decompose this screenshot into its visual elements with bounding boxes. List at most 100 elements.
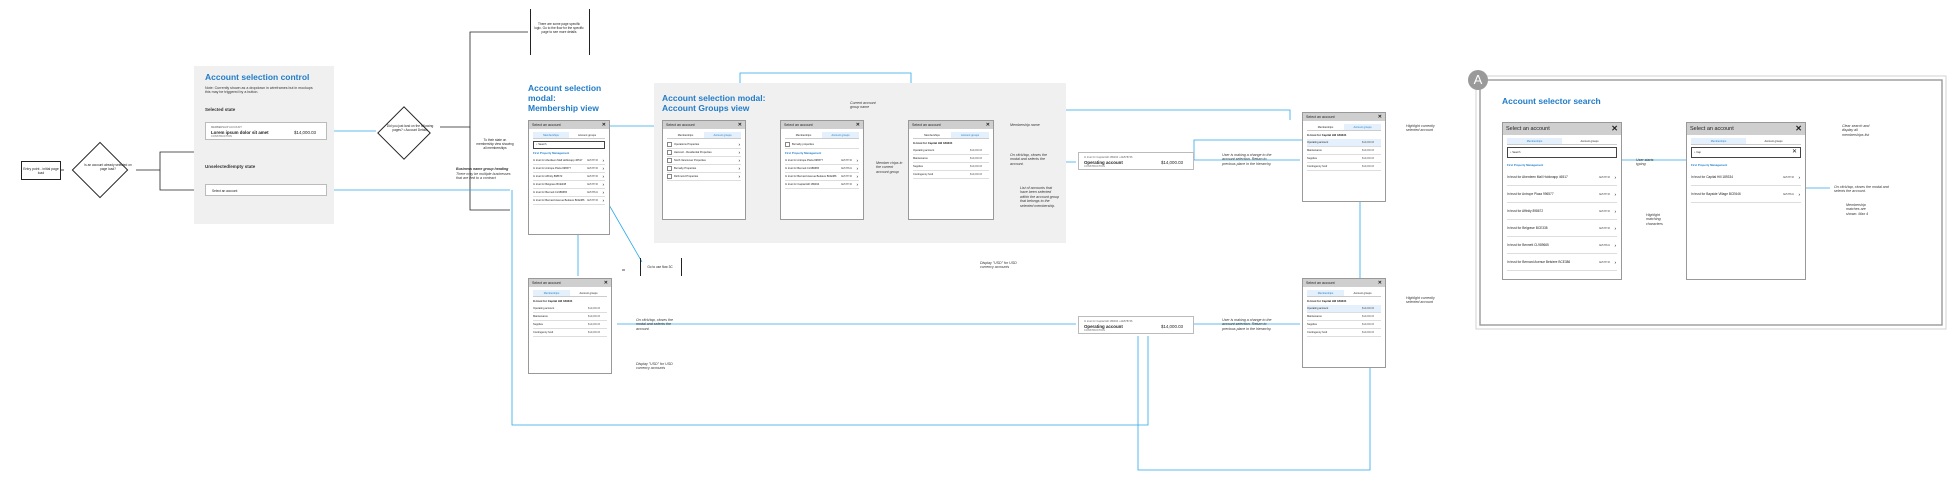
tab-memberships[interactable]: Memberships xyxy=(1691,138,1746,144)
list-item-selected[interactable]: Operating account$14,000.03 xyxy=(1307,139,1381,147)
close-icon[interactable]: ✕ xyxy=(1795,124,1802,133)
tab-account-groups[interactable]: Account groups xyxy=(579,291,598,295)
clear-search-icon[interactable]: ✕ xyxy=(1791,149,1797,155)
checkbox[interactable] xyxy=(785,142,790,147)
unselected-account-card[interactable]: Select an account xyxy=(205,184,327,196)
tab-account-groups[interactable]: Account groups xyxy=(1344,124,1381,130)
list-item[interactable]: North Vancouver Properties› xyxy=(667,157,741,165)
search-input[interactable]: ⌕ Cap✕ xyxy=(1691,147,1801,158)
row-amount: $14,000.03 xyxy=(588,323,600,326)
close-icon[interactable]: ✕ xyxy=(601,122,606,128)
flow-ref-text: Go to use flow 3C xyxy=(647,265,673,269)
list-item[interactable]: In trust for Bernard Avenue Belsiere BCE… xyxy=(533,197,605,205)
tab-account-groups[interactable]: Account groups xyxy=(951,132,989,138)
list-item[interactable]: Richmond Properties› xyxy=(667,173,741,181)
row-amount: $14,000.03 xyxy=(1362,323,1374,326)
list-item[interactable]: Supplies$14,000.03 xyxy=(1307,155,1381,163)
operating-account-card[interactable]: In trust for Capital Hill 189334 • AE578… xyxy=(1078,152,1194,170)
row-name: In trust for Antrope Plaza 996577 xyxy=(533,167,571,170)
checkbox[interactable] xyxy=(667,158,672,163)
checkbox[interactable] xyxy=(667,174,672,179)
tab-account-groups[interactable]: Account groups xyxy=(822,132,859,138)
list-item[interactable]: Supplies$14,000.03 xyxy=(913,163,989,171)
tab-account-groups[interactable]: Account groups xyxy=(1764,139,1783,143)
tab-memberships[interactable]: Memberships xyxy=(533,290,570,296)
usd-note-bottom: Display "USD" for USD currency accounts xyxy=(636,362,673,371)
row-name: Contingency fund xyxy=(1307,331,1328,334)
list-item[interactable]: Supplies$14,000.03 xyxy=(1307,321,1381,329)
list-item[interactable]: Maintenance$14,000.03 xyxy=(533,313,607,321)
tab-memberships[interactable]: Memberships xyxy=(677,133,694,137)
list-item[interactable]: In trust for Bernard Avenue Belsiere BCE… xyxy=(785,173,859,181)
modal-title: Select an account xyxy=(784,123,813,127)
search-input[interactable]: ⌕ Search xyxy=(1507,147,1617,158)
tab-account-groups[interactable]: Account groups xyxy=(1353,291,1372,295)
row-id: AE578746 xyxy=(586,175,598,178)
checkbox[interactable] xyxy=(667,150,672,155)
list-item[interactable]: Maintenance$14,000.03 xyxy=(913,155,989,163)
tab-account-groups[interactable]: Account groups xyxy=(577,133,597,137)
tab-account-groups[interactable]: Account groups xyxy=(1580,139,1599,143)
close-icon[interactable]: ✕ xyxy=(603,280,608,286)
tab-account-groups[interactable]: Account groups xyxy=(704,132,741,138)
list-item[interactable]: Contingency fund$14,000.03 xyxy=(1307,163,1381,171)
section-heading: First Property Management xyxy=(1691,163,1728,167)
checkbox[interactable] xyxy=(667,166,672,171)
tab-memberships[interactable]: Memberships xyxy=(533,132,569,138)
list-item[interactable]: Maintenance$14,000.03 xyxy=(1307,147,1381,155)
close-icon[interactable]: ✕ xyxy=(1611,124,1618,133)
tab-memberships[interactable]: Memberships xyxy=(1307,290,1344,296)
row-name: In trust for Bennett CL989665 xyxy=(785,167,820,170)
chevron-right-icon: › xyxy=(602,182,605,187)
chevron-right-icon: › xyxy=(738,150,741,155)
search-placeholder: Search xyxy=(1512,151,1521,154)
tab-memberships[interactable]: Memberships xyxy=(1507,138,1562,144)
tab-memberships[interactable]: Memberships xyxy=(1317,125,1334,129)
list-item[interactable]: Contingency fund$14,000.03 xyxy=(913,171,989,179)
list-item[interactable]: Operations Properties› xyxy=(667,141,741,149)
list-item[interactable]: Supplies$14,000.03 xyxy=(533,321,607,329)
operating-account-card-2[interactable]: In trust for Capital Hill 189334 • AE578… xyxy=(1078,316,1194,334)
list-item[interactable]: Harcourt - Residential Properties› xyxy=(667,149,741,157)
checkbox[interactable] xyxy=(667,142,672,147)
close-icon[interactable]: ✕ xyxy=(985,122,990,128)
close-icon[interactable]: ✕ xyxy=(737,122,742,128)
list-item[interactable]: Operating account$14,000.03 xyxy=(533,305,607,313)
list-item[interactable]: Operating account$14,000.03 xyxy=(913,147,989,155)
group-header-row[interactable]: Burnaby properties xyxy=(785,141,859,149)
decision-just-landed-text: Did you just land on the following pages… xyxy=(386,124,434,132)
chevron-right-icon: › xyxy=(602,158,605,163)
list-item[interactable]: Contingency fund$14,000.03 xyxy=(1307,329,1381,337)
row-id: AE578746 xyxy=(1598,175,1610,179)
search-input[interactable]: ⌕ Search xyxy=(533,141,605,149)
selected-account-card[interactable]: MEMBERSHIP ACCOUNT Lorem ipsum dolor sit… xyxy=(205,122,327,140)
modal-header: Select an account✕ xyxy=(909,121,993,129)
tab-memberships[interactable]: Memberships xyxy=(795,133,812,137)
list-item-selected[interactable]: Operating account$14,000.03 xyxy=(1307,305,1381,313)
row-name: Operating account xyxy=(913,149,935,152)
row-name: In trust for Affinity 898672 xyxy=(533,175,563,178)
close-icon[interactable]: ✕ xyxy=(1377,280,1382,286)
list-item[interactable]: In trust for Bernard Avenue Belsiere BCE… xyxy=(1507,254,1617,271)
close-icon[interactable]: ✕ xyxy=(855,122,860,128)
close-icon[interactable]: ✕ xyxy=(1377,114,1382,120)
tab-memberships[interactable]: Memberships xyxy=(924,133,940,137)
list-item[interactable]: In trust for Aberdeen Mall Hobknapp 4651… xyxy=(1507,169,1617,186)
list-item[interactable]: Burnaby Properties› xyxy=(667,165,741,173)
list-item[interactable]: In trust for Aberdeen Mall Hobknapp 4651… xyxy=(533,157,605,165)
list-item[interactable]: Maintenance$14,000.03 xyxy=(1307,313,1381,321)
list-item[interactable]: Contingency fund$14,000.03 xyxy=(533,329,607,337)
